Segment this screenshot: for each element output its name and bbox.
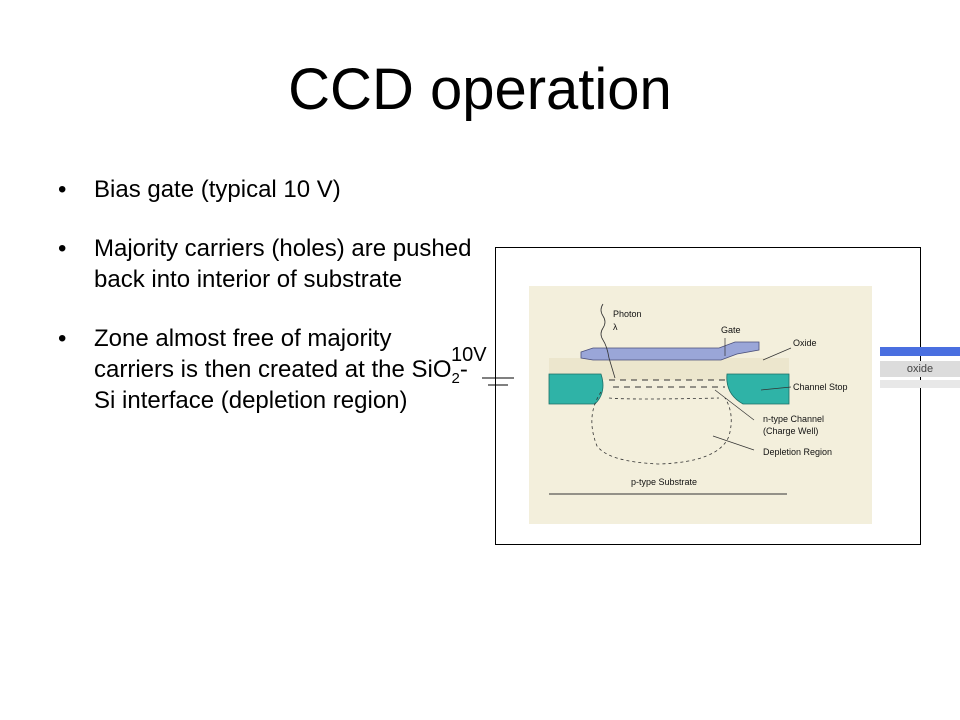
voltage-source-symbol xyxy=(482,377,514,386)
label-gate: Gate xyxy=(721,325,741,335)
n-channel-leader xyxy=(714,389,755,421)
charge-well-outline xyxy=(608,397,720,400)
bullet-dot: • xyxy=(58,325,67,352)
label-substrate: p-type Substrate xyxy=(631,477,697,487)
ccd-cross-section-diagram: Photon λ Gate Oxide Channel Stop n-type … xyxy=(529,286,872,524)
slide-title: CCD operation xyxy=(288,57,672,122)
label-channel-stop: Channel Stop xyxy=(793,382,848,392)
bullet-list: • Bias gate (typical 10 V) • Majority ca… xyxy=(58,174,478,444)
bullet-dot: • xyxy=(58,235,67,262)
oxide-legend-color xyxy=(880,347,960,356)
label-n-type-channel: n-type Channel xyxy=(763,414,824,424)
bullet-dot: • xyxy=(58,176,67,203)
bullet-text: Majority carriers (holes) are pushed bac… xyxy=(94,235,472,293)
bullet-text: Bias gate (typical 10 V) xyxy=(94,176,341,203)
oxide-leader xyxy=(762,347,792,361)
label-lambda: λ xyxy=(613,322,618,332)
photon-ray xyxy=(600,303,616,379)
label-depletion-region: Depletion Region xyxy=(763,447,832,457)
bullet-text-after: -Si interface (depletion region) xyxy=(94,356,468,414)
bullet-text-before: Zone almost free of majority carriers is… xyxy=(94,325,452,383)
depletion-leader xyxy=(712,435,755,451)
subscript-two: 2 xyxy=(451,369,460,387)
channel-stop-left xyxy=(548,373,604,405)
bullet-item: • Zone almost free of majority carriers … xyxy=(58,323,478,416)
oxide-legend-label: oxide xyxy=(880,361,960,377)
label-charge-well: (Charge Well) xyxy=(763,426,818,436)
depletion-region-outline xyxy=(591,391,732,465)
channel-stop-leader xyxy=(760,386,792,391)
gate-electrode xyxy=(580,341,760,361)
diagram-background xyxy=(529,286,872,524)
voltage-label: 10V xyxy=(451,344,487,366)
bullet-text: Zone almost free of majority carriers is… xyxy=(94,325,468,414)
legend-strip xyxy=(880,380,960,388)
bullet-item: • Bias gate (typical 10 V) xyxy=(58,174,478,205)
channel-stop-right xyxy=(726,373,790,405)
bullet-item: • Majority carriers (holes) are pushed b… xyxy=(58,233,478,295)
label-photon: Photon xyxy=(613,309,642,319)
label-oxide: Oxide xyxy=(793,338,817,348)
